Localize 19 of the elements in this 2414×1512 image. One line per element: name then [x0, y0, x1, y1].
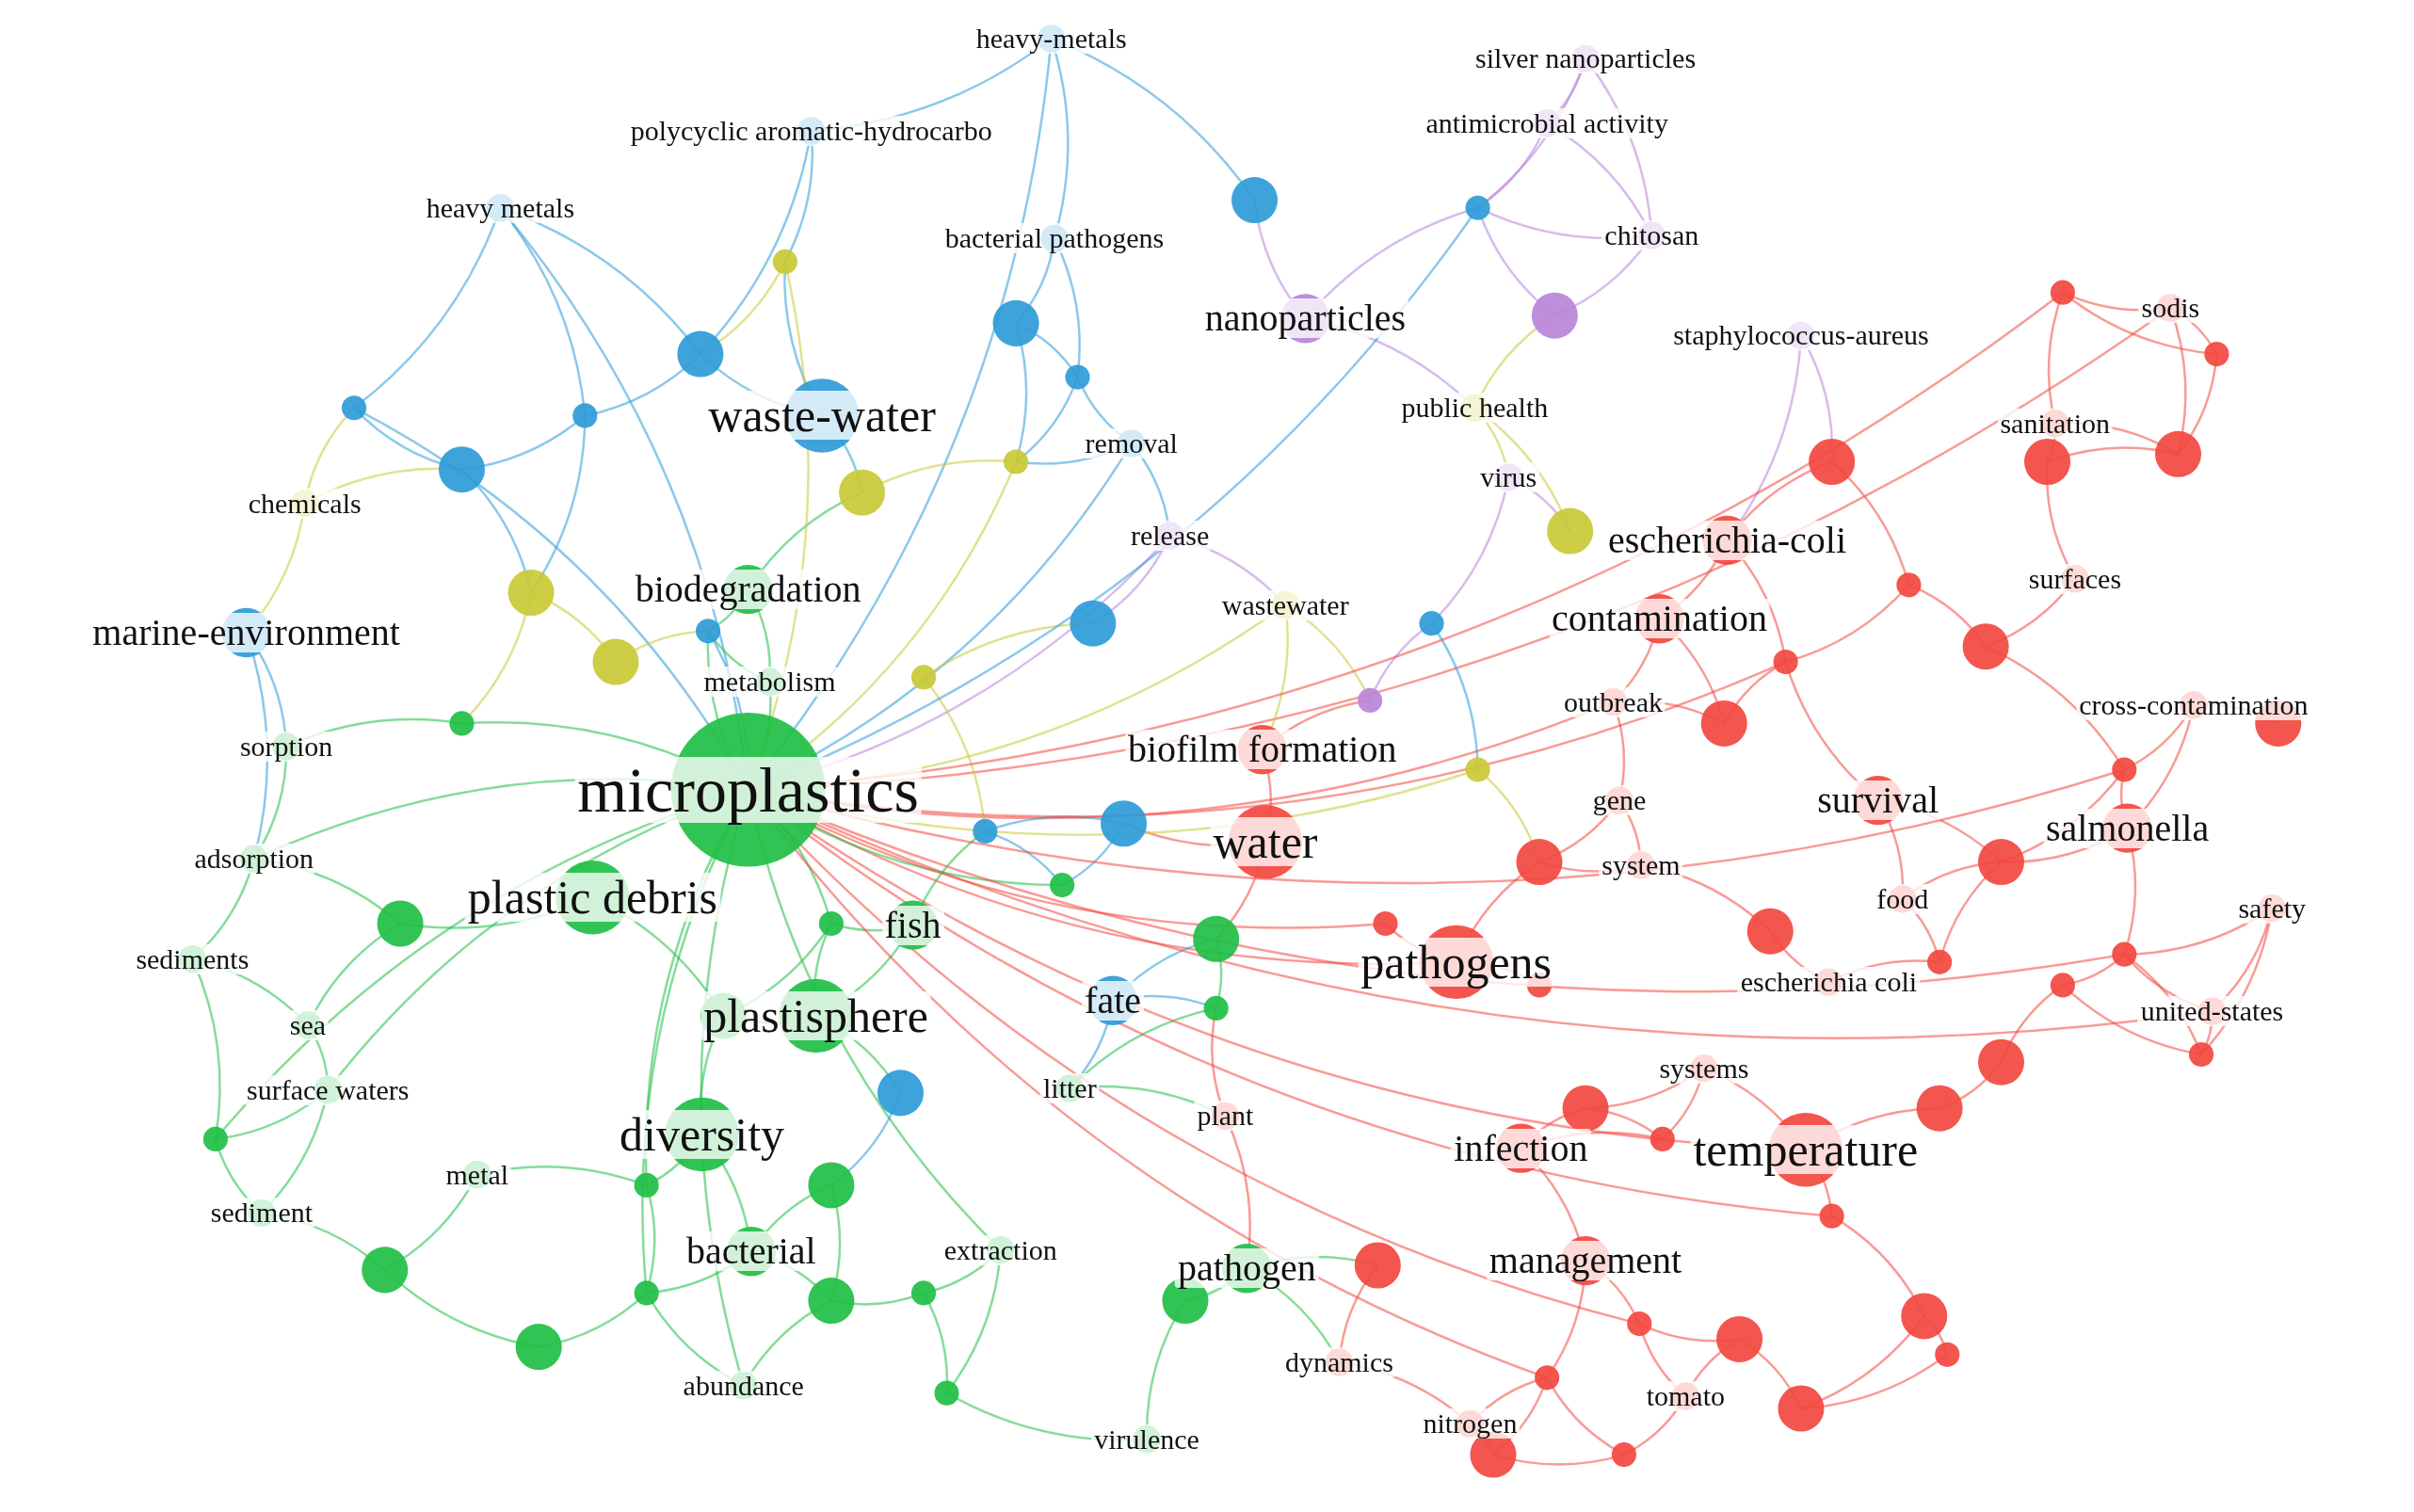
keyword-label: infection: [1451, 1128, 1591, 1168]
keyword-label: fish: [881, 905, 944, 945]
keyword-label: cross-contamination: [2076, 689, 2311, 720]
keyword-label: litter: [1040, 1072, 1100, 1103]
keyword-label: contamination: [1549, 599, 1770, 639]
keyword-label: removal: [1082, 427, 1181, 458]
keyword-label: system: [1599, 849, 1683, 880]
keyword-label: waste-water: [705, 391, 939, 441]
keyword-label: pathogen: [1175, 1248, 1319, 1289]
keyword-label: plastic debris: [464, 873, 721, 923]
keyword-label: wastewater: [1218, 589, 1352, 620]
keyword-label: microplastics: [574, 756, 922, 823]
keyword-label: fate: [1082, 980, 1145, 1021]
keyword-label: plastisphere: [700, 991, 931, 1041]
keyword-label: virus: [1477, 461, 1540, 492]
keyword-label: pathogens: [1358, 937, 1555, 987]
keyword-label: plant: [1194, 1101, 1257, 1132]
keyword-label: sanitation: [1997, 408, 2114, 439]
keyword-label: escherichia coli: [1737, 967, 1921, 998]
